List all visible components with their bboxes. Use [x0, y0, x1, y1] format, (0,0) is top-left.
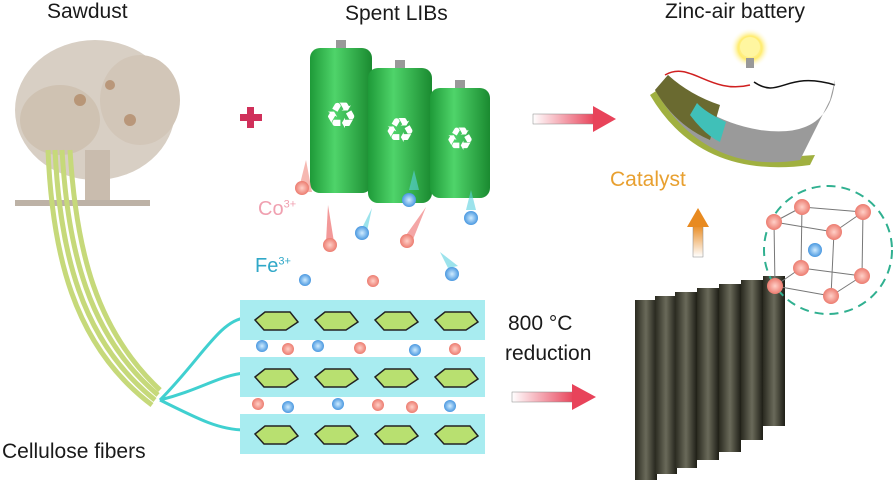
reduction-label: reduction [505, 342, 592, 365]
cellulose-fibers-label: Cellulose fibers [2, 440, 146, 463]
up-arrow-icon [687, 208, 709, 258]
zinc-air-battery-label: Zinc-air battery [665, 0, 806, 23]
svg-text:♻: ♻ [325, 96, 357, 137]
battery-icon: ♻ ♻ ♻ [310, 40, 490, 203]
temperature-label: 800 °C [508, 312, 573, 335]
cellulose-fiber-icon [45, 149, 162, 407]
tree-icon [15, 40, 180, 206]
co-ion-label: Co3+ [258, 198, 297, 220]
crystal-structure-icon [763, 185, 893, 315]
fiber-connector-lines [158, 316, 246, 432]
arrow-to-battery-icon [532, 106, 616, 132]
svg-text:♻: ♻ [446, 120, 475, 158]
cellulose-chains [240, 300, 485, 454]
zinc-air-battery-icon [650, 28, 836, 168]
sawdust-label: Sawdust [47, 0, 128, 23]
fe-ion-label: Fe3+ [255, 255, 291, 277]
catalyst-label: Catalyst [610, 168, 686, 191]
reduction-arrow-icon [511, 384, 596, 410]
falling-ions [295, 160, 478, 287]
carbon-catalyst-icon [635, 276, 785, 480]
spent-libs-label: Spent LIBs [345, 2, 448, 25]
svg-text:♻: ♻ [385, 111, 415, 151]
plus-icon [240, 107, 262, 128]
